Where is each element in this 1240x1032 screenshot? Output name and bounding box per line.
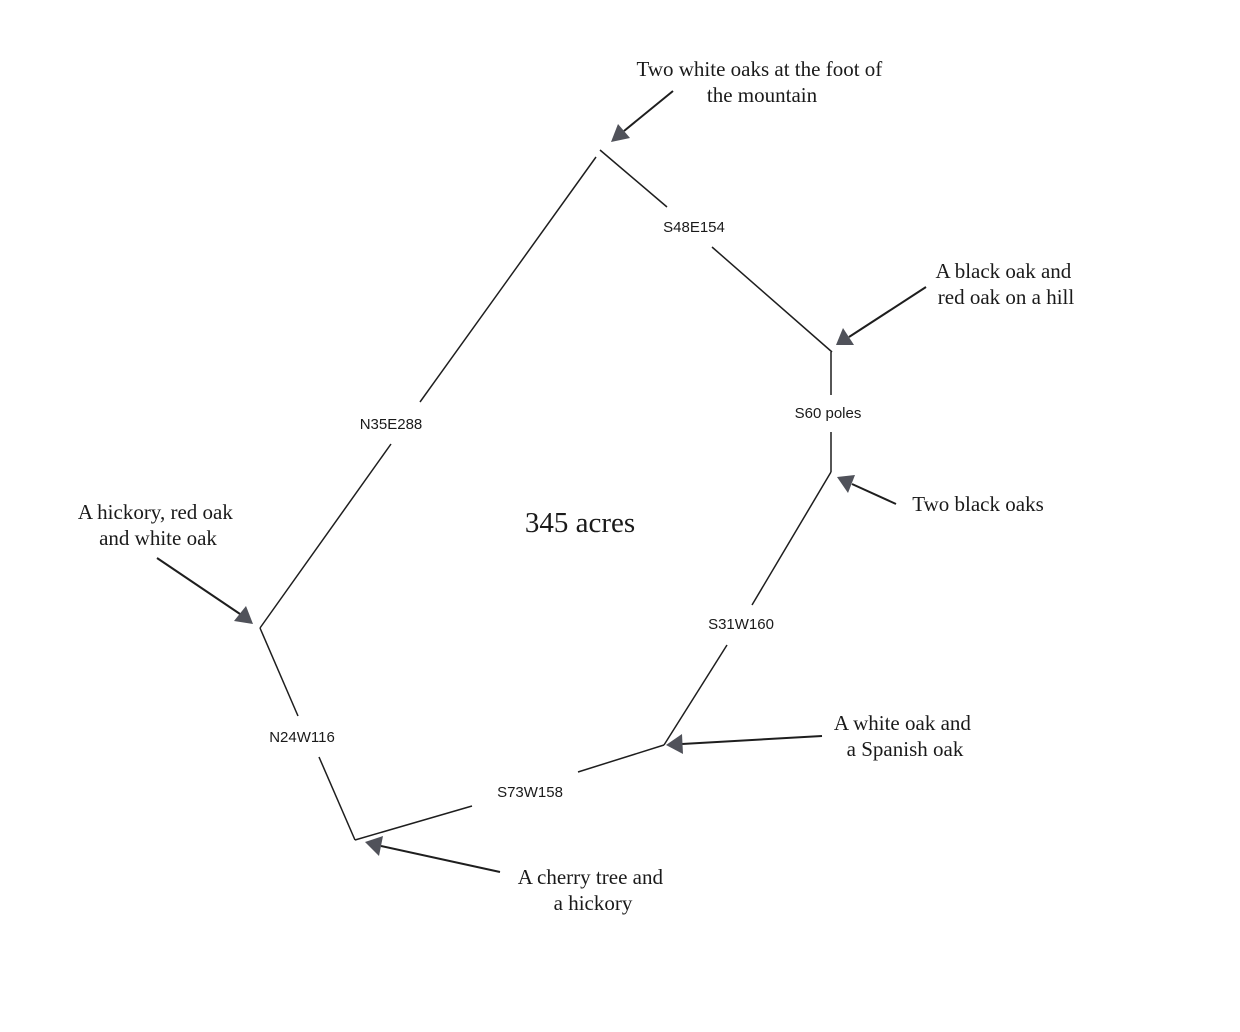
bearing-s31w: S31W160 (708, 616, 774, 633)
arrow-spanish-corner (666, 734, 823, 754)
line-n24w-upper (259, 627, 299, 717)
line-s48e-upper (599, 149, 668, 208)
area-label: 345 acres (525, 507, 635, 539)
line-s73w-right (577, 744, 665, 773)
bearing-s48e: S48E154 (663, 219, 725, 236)
corner-label-hickory: A hickory, red oak and white oak (78, 500, 238, 550)
corner-label-top: Two white oaks at the foot of the mounta… (636, 57, 887, 107)
bearing-labels: S48E154 S60 poles S31W160 S73W158 N24W11… (269, 219, 861, 801)
line-n24w-lower (318, 756, 356, 841)
arrow-hill-corner (836, 286, 927, 345)
corner-label-hill: A black oak and red oak on a hill (935, 259, 1076, 309)
corner-label-spanish: A white oak and a Spanish oak (834, 711, 976, 761)
corner-label-cherry: A cherry tree and a hickory (518, 865, 668, 915)
line-s48e-lower (711, 246, 833, 353)
line-s31w-lower (663, 644, 728, 746)
line-s73w-left (354, 805, 473, 841)
arrow-top-corner (611, 90, 674, 142)
bearing-n35e: N35E288 (360, 416, 423, 433)
corner-label-blackoaks: Two black oaks (912, 492, 1044, 516)
corner-arrows (156, 90, 927, 873)
line-n35e-upper (419, 156, 597, 403)
bearing-s73w: S73W158 (497, 784, 563, 801)
line-s31w-upper (751, 471, 832, 606)
arrow-cherry-corner (365, 836, 501, 873)
arrow-hickory-corner (156, 557, 253, 624)
boundary-lines (259, 149, 833, 841)
bearing-n24w: N24W116 (269, 729, 335, 746)
bearing-s60: S60 poles (795, 405, 862, 422)
line-n35e-lower (259, 443, 392, 629)
arrow-blackoaks-corner (837, 475, 897, 505)
corner-labels: Two white oaks at the foot of the mounta… (78, 57, 1076, 915)
